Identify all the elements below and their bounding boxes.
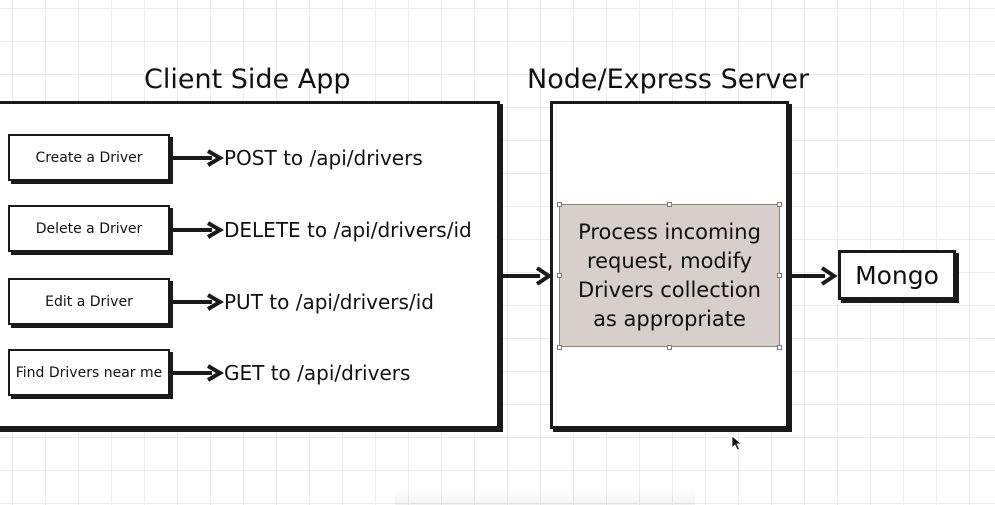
selection-handle[interactable] xyxy=(557,202,562,207)
client-side-app-title: Client Side App xyxy=(144,64,351,95)
process-request-text: Process incoming request, modify Drivers… xyxy=(578,219,761,331)
selection-handle[interactable] xyxy=(557,273,562,278)
delete-route-label: DELETE to /api/drivers/id xyxy=(224,218,472,242)
selection-handle[interactable] xyxy=(667,202,672,207)
selection-handle[interactable] xyxy=(777,345,782,350)
selection-handle[interactable] xyxy=(777,273,782,278)
get-route-label: GET to /api/drivers xyxy=(224,361,411,385)
node-express-server-title: Node/Express Server xyxy=(527,64,810,95)
process-request-box[interactable]: Process incoming request, modify Drivers… xyxy=(559,204,780,347)
post-route-label: POST to /api/drivers xyxy=(224,146,423,170)
arrow-right-icon xyxy=(170,149,224,167)
selection-handle[interactable] xyxy=(777,202,782,207)
mouse-cursor-icon xyxy=(731,435,743,451)
bottom-shadow xyxy=(395,490,695,505)
arrow-right-icon xyxy=(170,293,224,311)
arrow-right-icon xyxy=(170,364,224,382)
arrow-right-icon xyxy=(170,221,224,239)
put-route-label: PUT to /api/drivers/id xyxy=(224,290,434,314)
delete-driver-button[interactable]: Delete a Driver xyxy=(8,205,170,252)
selection-handle[interactable] xyxy=(557,345,562,350)
find-drivers-button[interactable]: Find Drivers near me xyxy=(8,349,170,396)
arrow-right-icon xyxy=(789,266,838,286)
arrow-right-icon xyxy=(502,266,553,286)
create-driver-button[interactable]: Create a Driver xyxy=(8,134,170,181)
mongo-database-box[interactable]: Mongo xyxy=(838,250,956,300)
selection-handle[interactable] xyxy=(667,345,672,350)
edit-driver-button[interactable]: Edit a Driver xyxy=(8,278,170,325)
